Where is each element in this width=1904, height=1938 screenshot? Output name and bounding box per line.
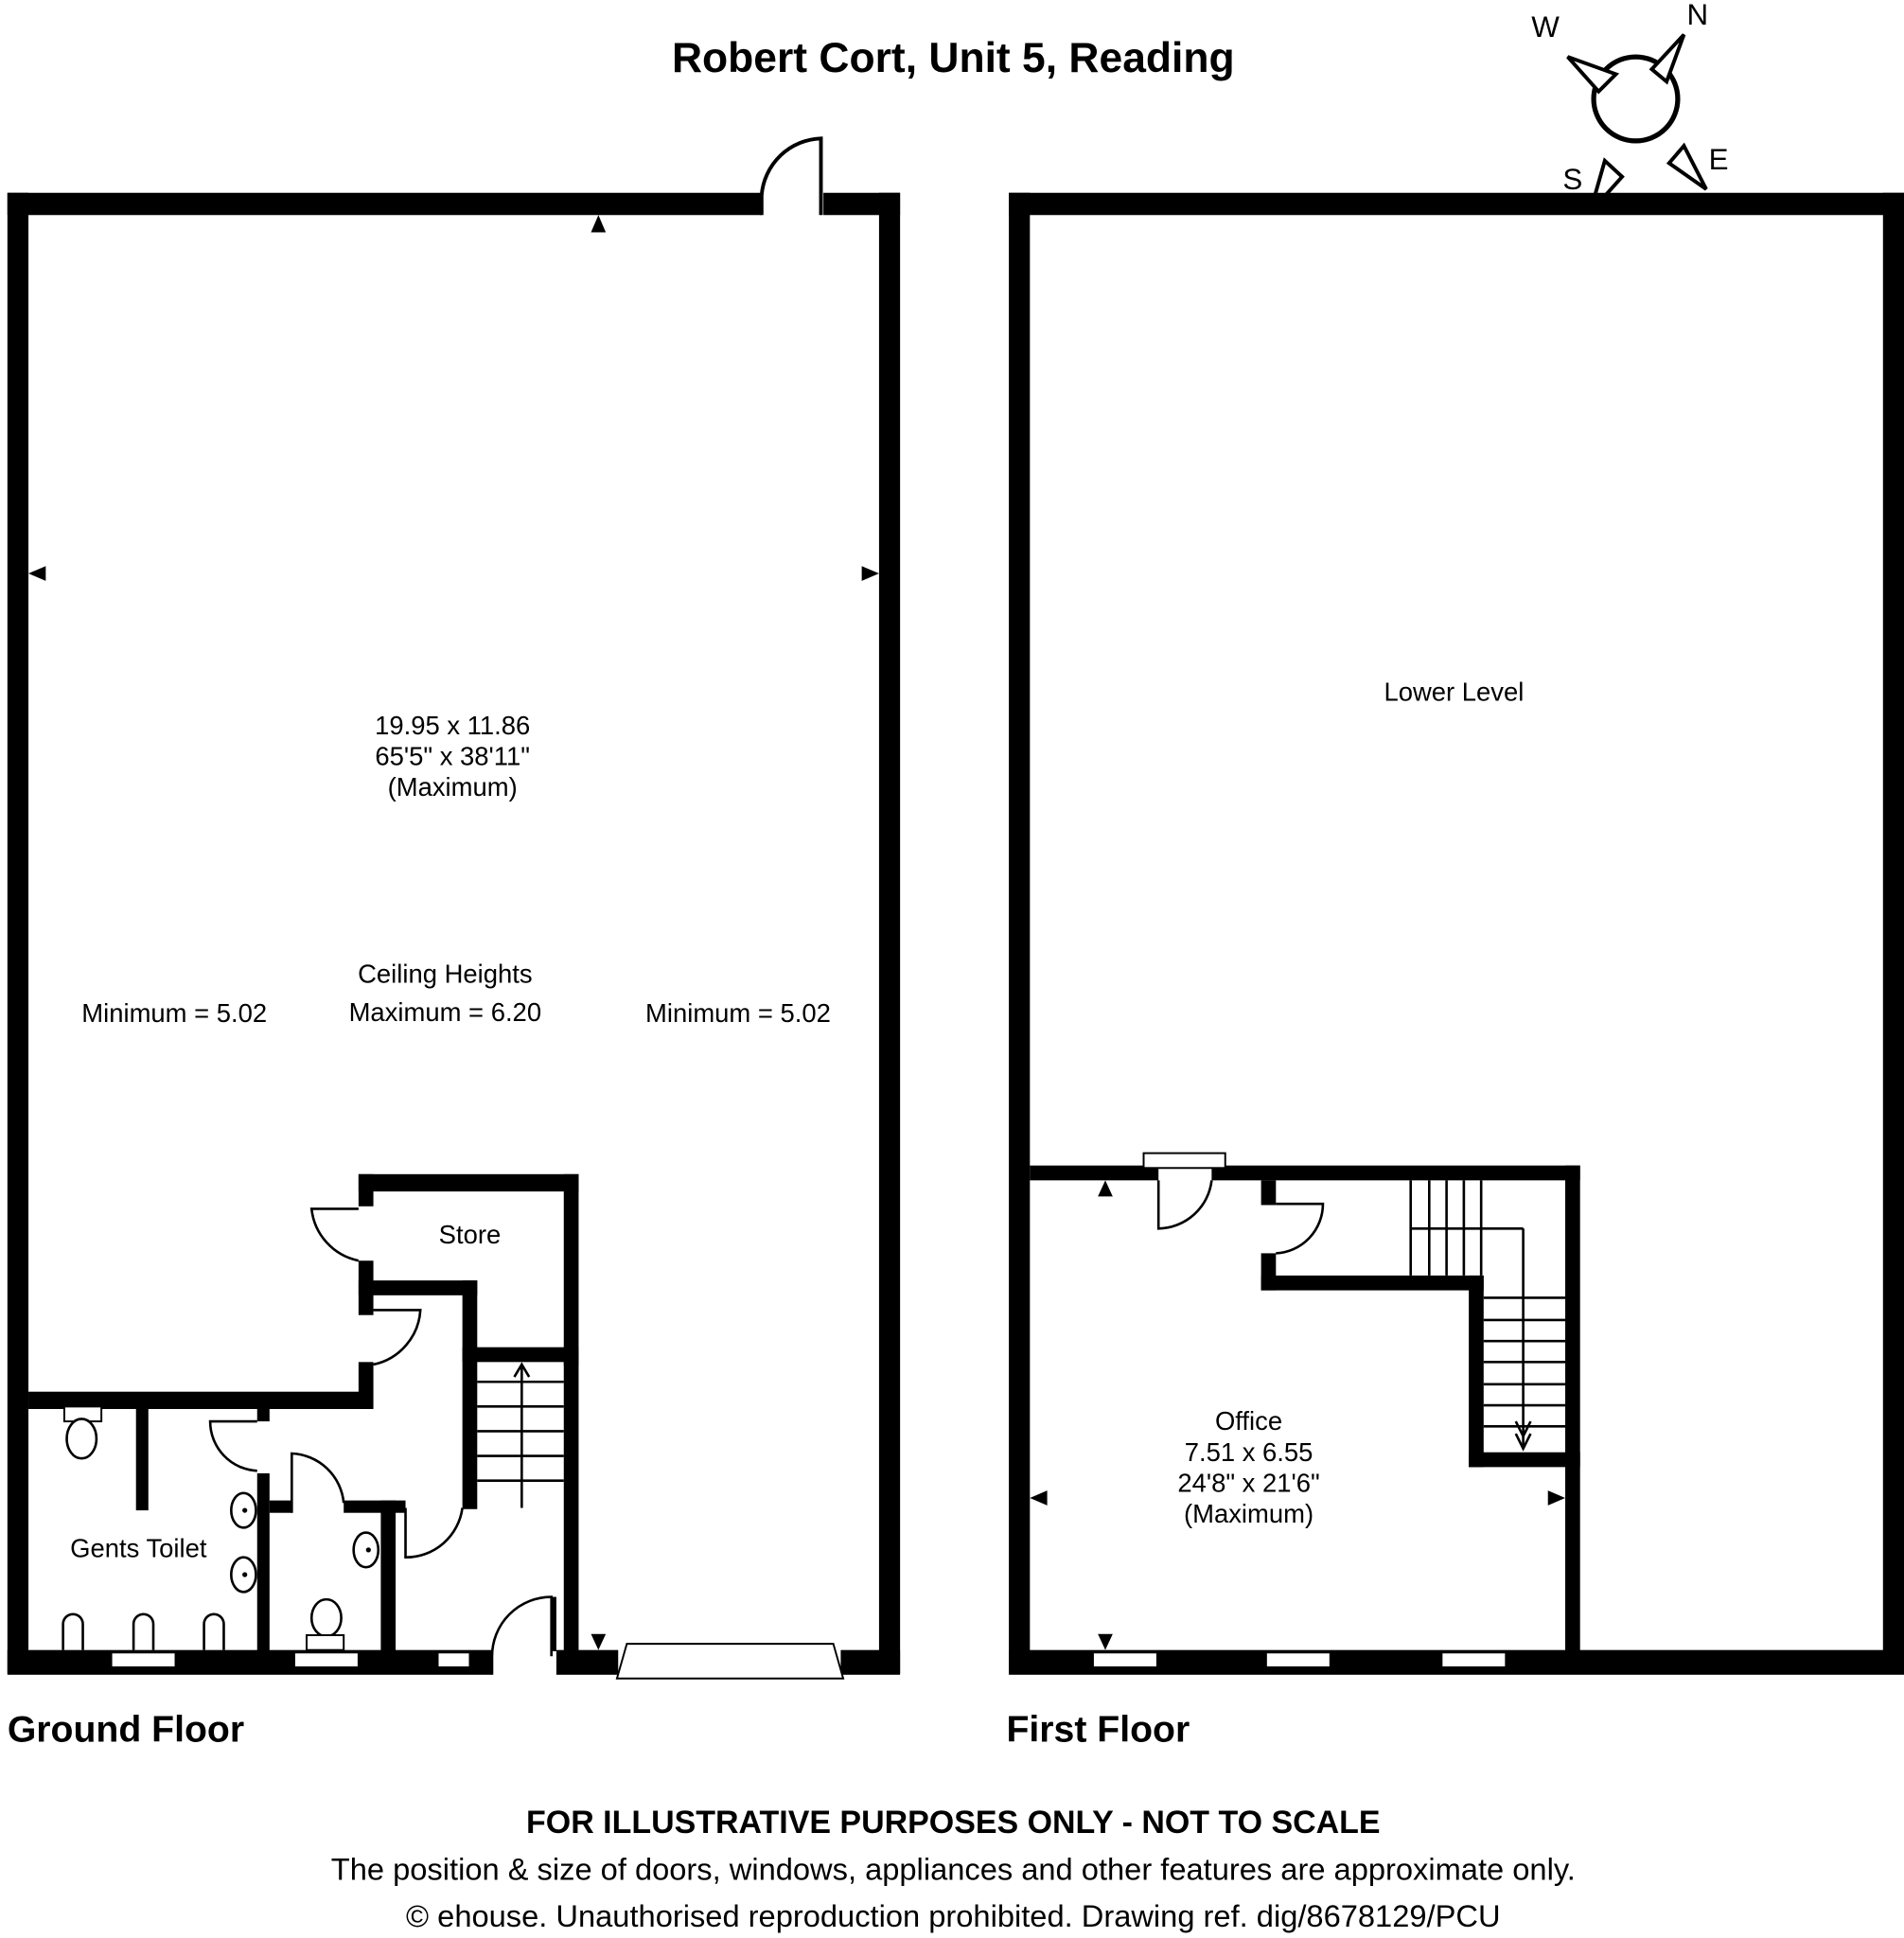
front-door	[490, 1595, 554, 1675]
compass-s: S	[1562, 163, 1582, 196]
window	[292, 1651, 360, 1668]
ceiling-min-right: Minimum = 5.02	[645, 998, 831, 1028]
gents-toilet-label: Gents Toilet	[70, 1534, 207, 1563]
office-label: Office	[1215, 1406, 1282, 1436]
first-floor-plan: Lower Level Office 7.51 x 6.55 24'8" x 2…	[1009, 192, 1904, 1675]
office-dim-imperial: 24'8" x 21'6"	[1177, 1468, 1319, 1497]
stairs-down-icon	[1409, 1180, 1566, 1452]
ceiling-min-left: Minimum = 5.02	[81, 998, 267, 1028]
disclaimer: FOR ILLUSTRATIVE PURPOSES ONLY - NOT TO …	[526, 1805, 1381, 1841]
ceiling-heading: Ceiling Heights	[358, 959, 532, 988]
main-room-note: (Maximum)	[388, 772, 518, 802]
basin-icon	[230, 1491, 380, 1594]
toilet-icon	[306, 1597, 345, 1651]
office-dim-metric: 7.51 x 6.55	[1185, 1437, 1313, 1467]
ceiling-max: Maximum = 6.20	[349, 997, 541, 1027]
toilet-icon	[62, 1405, 103, 1460]
compass-w: W	[1531, 10, 1560, 44]
approximate-note: The position & size of doors, windows, a…	[331, 1852, 1576, 1887]
ground-floor-label: Ground Floor	[8, 1709, 244, 1750]
stairs-up-icon	[477, 1362, 564, 1508]
main-room-dim-metric: 19.95 x 11.86	[375, 711, 530, 740]
window	[110, 1651, 177, 1668]
loading-bay	[615, 1643, 845, 1680]
window	[436, 1651, 471, 1668]
store-label: Store	[439, 1220, 502, 1249]
plan-title: Robert Cort, Unit 5, Reading	[672, 35, 1235, 81]
office-note: (Maximum)	[1184, 1499, 1313, 1528]
lower-level-label: Lower Level	[1384, 678, 1524, 707]
copyright: © ehouse. Unauthorised reproduction proh…	[406, 1898, 1500, 1933]
window	[1440, 1651, 1507, 1668]
ground-floor-plan: 19.95 x 11.86 65'5" x 38'11" (Maximum) C…	[7, 136, 901, 1680]
main-room-dim-imperial: 65'5" x 38'11"	[375, 741, 530, 770]
urinal-icon	[62, 1612, 225, 1650]
window	[1091, 1651, 1158, 1668]
window	[1264, 1651, 1331, 1668]
compass-e: E	[1709, 143, 1729, 176]
first-floor-label: First Floor	[1006, 1709, 1190, 1750]
compass-n: N	[1686, 0, 1708, 31]
compass-icon: N E S W	[1531, 0, 1729, 214]
